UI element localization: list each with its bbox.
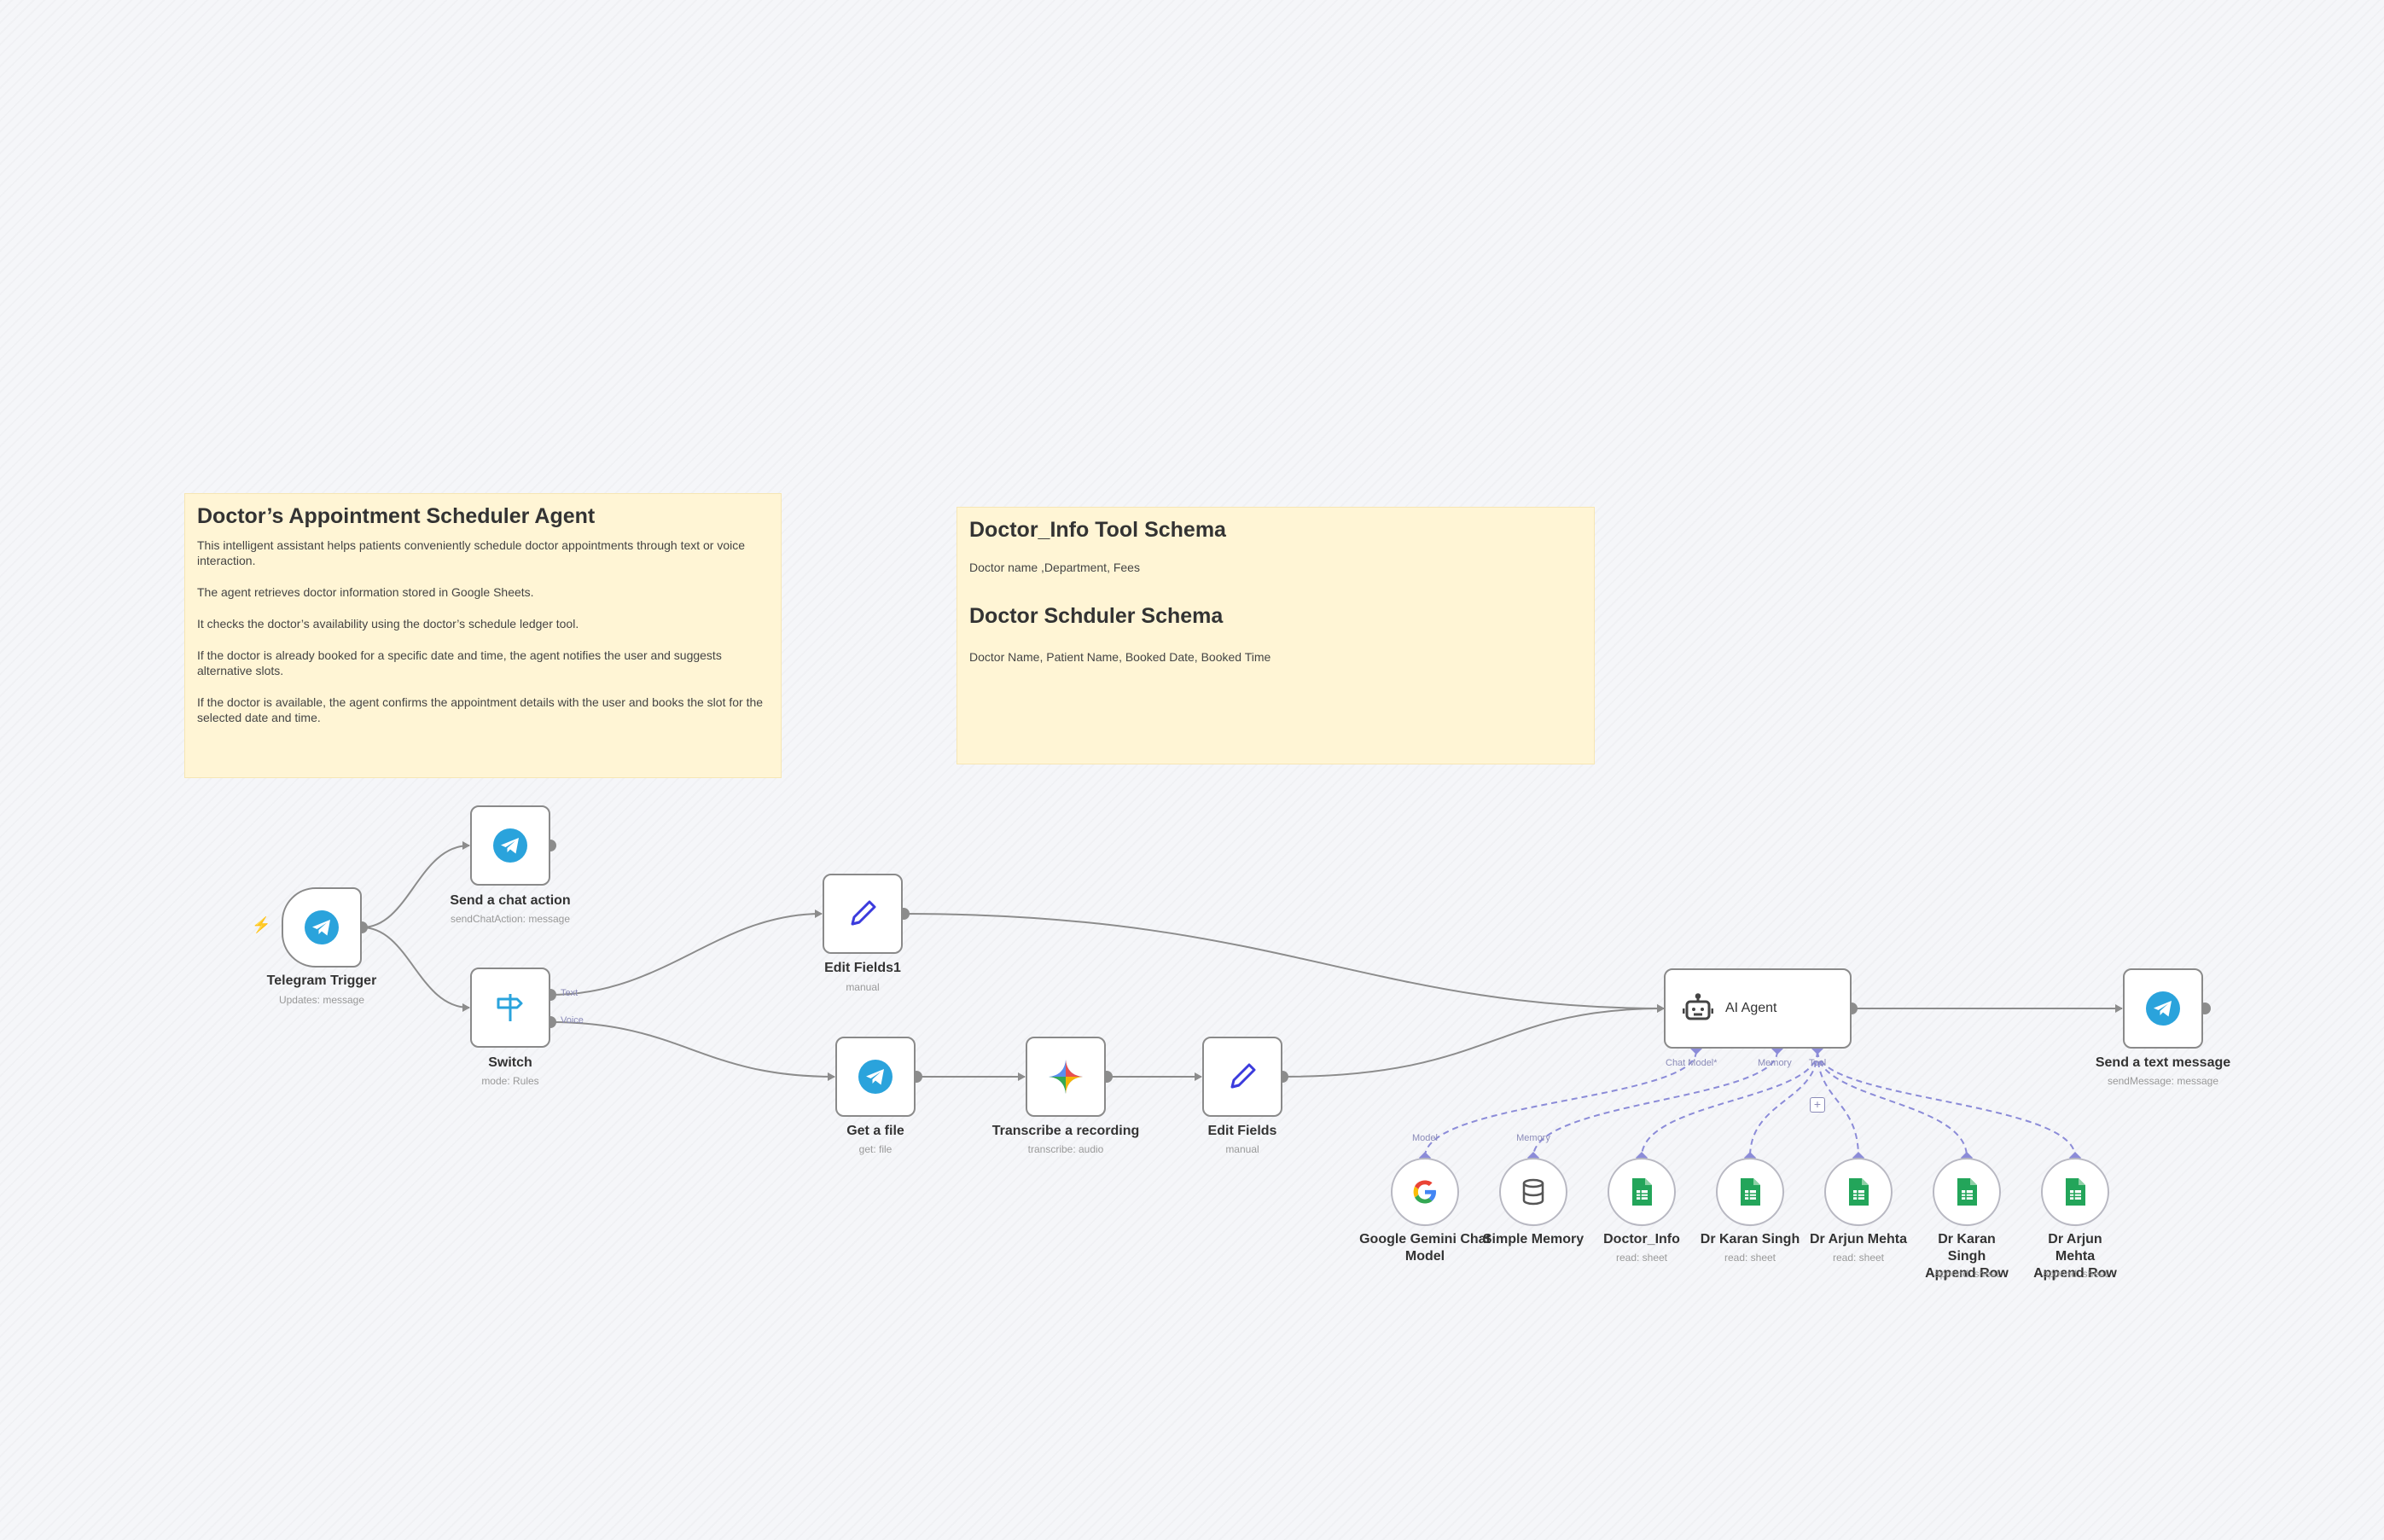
agent-port-label: Tool [1809,1058,1827,1068]
telegram-icon [2146,991,2180,1026]
google-sheets-icon [1739,1177,1761,1206]
node-subtitle: get: file [858,1143,893,1155]
node-dr-arjun-mehta-append-row[interactable] [2041,1158,2109,1226]
node-subtitle: sendMessage: message [2107,1075,2219,1087]
add-tool-button[interactable]: + [1810,1097,1825,1113]
node-title: Simple Memory [1482,1232,1584,1247]
node-edit-fields1[interactable] [823,874,903,954]
switch-output-label: Text [561,988,579,998]
node-title: Edit Fields1 [824,961,901,975]
node-title: Get a file [846,1124,904,1138]
node-send-chat-action[interactable] [470,805,550,886]
node-title: Dr Arjun Mehta Append Row [2033,1232,2117,1281]
sticky-note-text: It checks the doctor’s availability usin… [197,617,579,631]
node-subtitle: append: sheet [1933,1268,2000,1280]
node-subtitle: read: sheet [1615,1252,1668,1264]
sticky-note-text: This intelligent assistant helps patient… [197,538,746,567]
node-title: Switch [488,1055,532,1070]
switch-output-label: Voice [561,1015,584,1026]
node-subtitle: read: sheet [1724,1252,1776,1264]
ai-connection-karan-append[interactable] [1817,1050,1968,1158]
telegram-icon [493,828,527,863]
sticky-note-text: If the doctor is already booked for a sp… [197,648,722,677]
sticky-note-schema[interactable]: Doctor_Info Tool Schema Doctor name ,Dep… [957,507,1595,764]
connection-edit-fields1-to-agent[interactable] [903,913,1665,1013]
node-title: Telegram Trigger [266,973,377,988]
agent-port-label: Memory [1758,1058,1792,1068]
connection-label: Model [1412,1133,1438,1143]
agent-label: AI Agent [1725,1001,1777,1015]
node-dr-karan-singh-read[interactable] [1716,1158,1784,1226]
node-title: Send a text message [2095,1055,2231,1070]
node-title: Doctor_Info [1603,1232,1680,1247]
pencil-icon [1224,1058,1261,1095]
database-icon [1521,1178,1546,1206]
node-transcribe-recording[interactable] [1026,1037,1106,1117]
node-title: Google Gemini Chat Model [1359,1232,1491,1264]
google-sheets-icon [1956,1177,1978,1206]
sticky-note-agent-description[interactable]: Doctor’s Appointment Scheduler Agent Thi… [184,493,782,778]
node-title: Transcribe a recording [991,1124,1140,1138]
node-dr-arjun-mehta-read[interactable] [1824,1158,1893,1226]
signpost-icon [493,991,527,1025]
gemini-sparkle-icon [1047,1058,1084,1095]
node-google-gemini-chat-model[interactable] [1391,1158,1459,1226]
agent-port-label: Chat Model* [1666,1058,1718,1068]
sticky-note-text: Doctor Name, Patient Name, Booked Date, … [969,650,1271,664]
node-title: Dr Karan Singh [1700,1232,1800,1247]
node-title: Send a chat action [450,893,571,908]
node-subtitle: Updates: message [278,994,365,1006]
robot-icon [1683,993,1713,1024]
node-switch[interactable] [470,968,550,1048]
sticky-note-text: If the doctor is available, the agent co… [197,695,764,724]
node-subtitle: mode: Rules [481,1075,539,1087]
google-sheets-icon [2064,1177,2086,1206]
node-subtitle: sendChatAction: message [450,913,571,925]
ai-connection-arjun-append[interactable] [1817,1050,2076,1158]
node-dr-karan-singh-append-row[interactable] [1933,1158,2001,1226]
node-subtitle: append: sheet [2042,1268,2108,1280]
node-get-file[interactable] [835,1037,916,1117]
node-title: Edit Fields [1207,1124,1277,1138]
sticky-note-title: Doctor_Info Tool Schema [969,518,1226,542]
node-doctor-info[interactable] [1608,1158,1676,1226]
connection-edit-fields-to-agent[interactable] [1282,1004,1665,1078]
google-g-icon [1410,1177,1439,1206]
connection-label: Memory [1516,1133,1550,1143]
node-simple-memory[interactable] [1499,1158,1567,1226]
node-send-text-message[interactable] [2123,968,2203,1049]
node-subtitle: manual [1225,1143,1259,1155]
pencil-icon [844,895,881,933]
node-telegram-trigger[interactable] [282,887,362,968]
telegram-icon [305,910,339,944]
sticky-note-title: Doctor Schduler Schema [969,604,1224,628]
sticky-note-title: Doctor’s Appointment Scheduler Agent [197,504,596,528]
node-edit-fields[interactable] [1202,1037,1282,1117]
node-title: Dr Arjun Mehta [1809,1232,1908,1247]
ai-connection-memory[interactable] [1532,1050,1778,1158]
trigger-bolt-icon: ⚡ [252,916,271,933]
google-sheets-icon [1631,1177,1653,1206]
telegram-icon [858,1060,893,1094]
node-ai-agent[interactable]: AI Agent [1664,968,1852,1049]
google-sheets-icon [1847,1177,1869,1206]
sticky-note-text: The agent retrieves doctor information s… [197,585,534,599]
sticky-note-text: Doctor name ,Department, Fees [969,561,1140,574]
node-subtitle: transcribe: audio [1027,1143,1104,1155]
node-subtitle: read: sheet [1832,1252,1885,1264]
node-subtitle: manual [846,981,880,993]
node-title: Dr Karan Singh Append Row [1925,1232,2009,1281]
